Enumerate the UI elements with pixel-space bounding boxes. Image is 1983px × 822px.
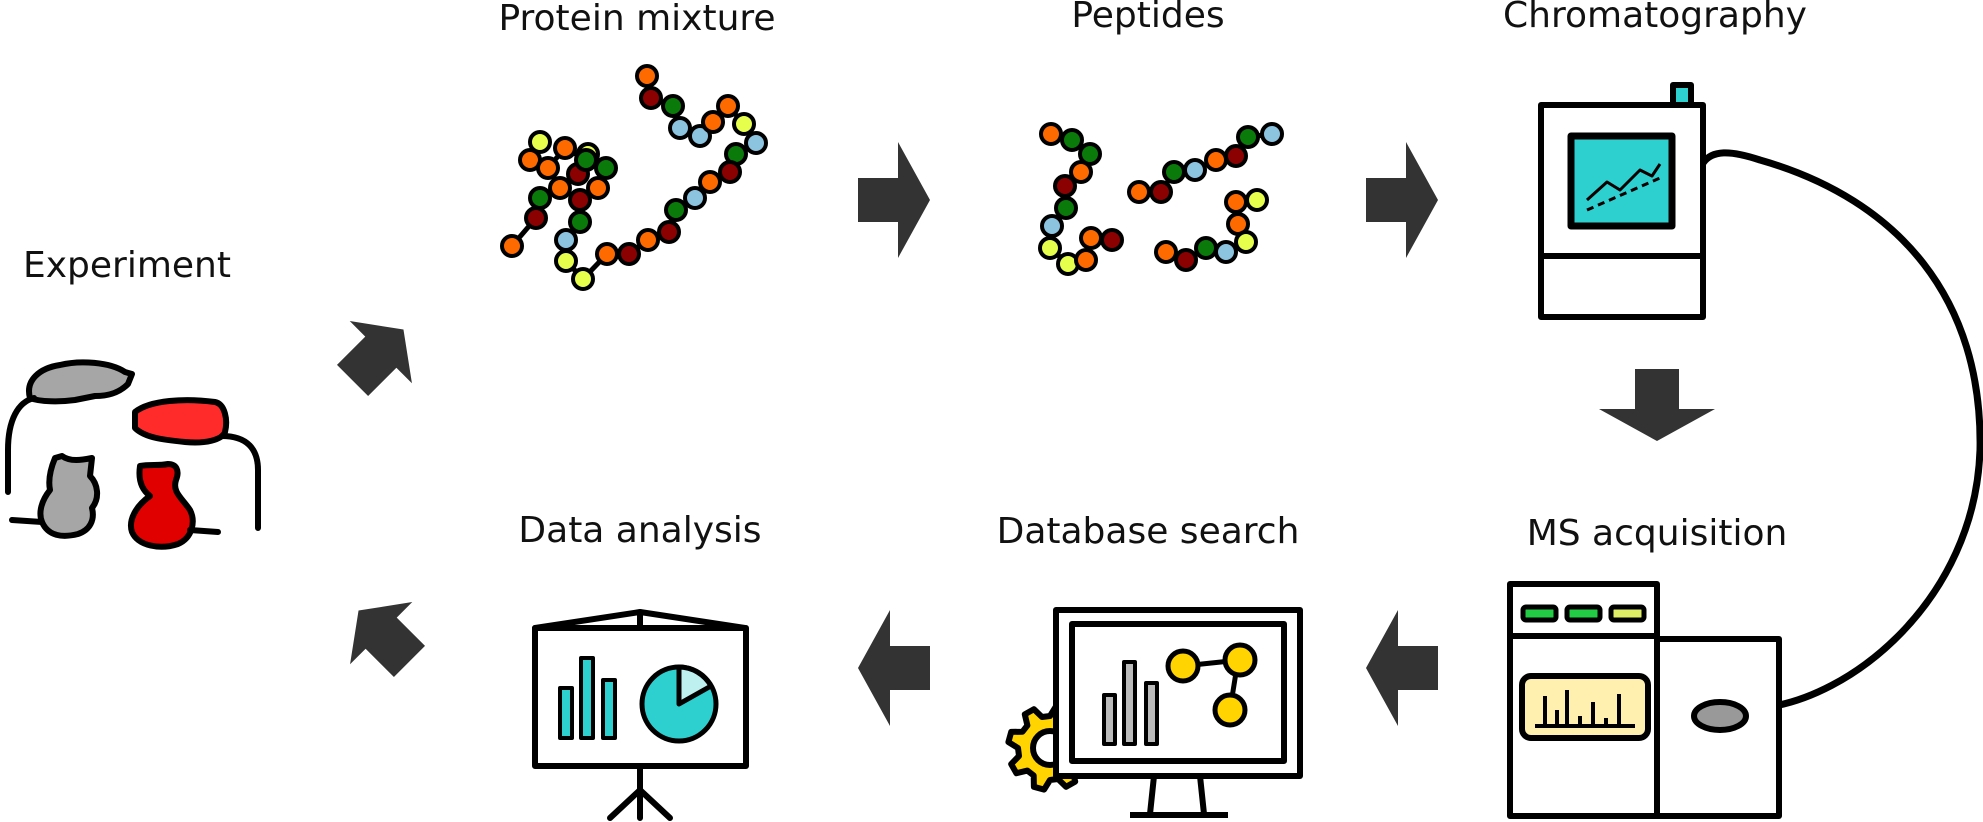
peptide-bead <box>1234 230 1258 254</box>
protein-bead <box>701 110 725 134</box>
protein-bead <box>528 130 552 154</box>
peptide-bead <box>1060 128 1084 152</box>
presentation-board-icon <box>532 609 749 821</box>
peptide-bead <box>1245 188 1269 212</box>
peptide-bead <box>1053 174 1077 198</box>
chromatography-instrument-icon <box>1538 82 1706 320</box>
protein-bead <box>586 176 610 200</box>
peptide-bead <box>1127 180 1151 204</box>
protein-bead <box>639 86 663 110</box>
label-experiment: Experiment <box>23 245 231 286</box>
arrow-chromatography-to-ms <box>1599 369 1715 441</box>
protein-bead <box>716 94 740 118</box>
monitor-gear-icon <box>1005 607 1303 818</box>
protein-bead <box>636 228 660 252</box>
protein-bead <box>594 156 618 180</box>
peptide-bead <box>1074 248 1098 272</box>
arrow-ms-to-database <box>1366 610 1438 726</box>
protein-bead <box>683 186 707 210</box>
protein-bead <box>635 64 659 88</box>
label-data-analysis: Data analysis <box>518 510 761 551</box>
flow-arrows <box>336 142 1715 726</box>
protein-bead <box>571 267 595 291</box>
arrow-experiment-to-protein <box>336 321 412 397</box>
protein-bead <box>568 210 592 234</box>
peptide-fragments-icon <box>1038 122 1284 276</box>
protein-bead <box>732 112 756 136</box>
protein-bead <box>744 131 768 155</box>
label-chromatography: Chromatography <box>1503 0 1807 36</box>
peptide-bead <box>1039 122 1063 146</box>
arrow-protein-to-peptides <box>858 142 930 258</box>
peptide-bead <box>1224 190 1248 214</box>
peptide-bead <box>1236 125 1260 149</box>
protein-bead <box>657 220 681 244</box>
mice-icon <box>5 359 261 550</box>
peptide-bead <box>1174 248 1198 272</box>
peptide-bead <box>1214 240 1238 264</box>
peptide-bead <box>1183 158 1207 182</box>
protein-bead <box>574 148 598 172</box>
protein-chain-icon <box>500 64 768 291</box>
protein-bead <box>554 249 578 273</box>
protein-bead <box>718 160 742 184</box>
protein-bead <box>524 206 548 230</box>
peptide-bead <box>1054 196 1078 220</box>
protein-bead <box>664 198 688 222</box>
peptide-bead <box>1154 240 1178 264</box>
protein-bead <box>548 176 572 200</box>
peptide-bead <box>1149 180 1173 204</box>
peptide-bead <box>1100 228 1124 252</box>
protein-bead <box>568 188 592 212</box>
protein-bead <box>661 94 685 118</box>
protein-bead <box>536 156 560 180</box>
arrow-database-to-analysis <box>858 610 930 726</box>
peptide-bead <box>1162 160 1186 184</box>
arrow-peptides-to-chromatography <box>1366 142 1438 258</box>
peptide-bead <box>1260 122 1284 146</box>
cable-line <box>1700 149 1983 712</box>
mass-spectrometer-icon <box>1507 581 1782 819</box>
protein-bead <box>668 116 692 140</box>
protein-bead <box>528 186 552 210</box>
protein-bead <box>554 228 578 252</box>
protein-bead <box>553 136 577 160</box>
protein-bead <box>617 242 641 266</box>
peptide-bead <box>1079 226 1103 250</box>
peptide-bead <box>1038 236 1062 260</box>
peptide-bead <box>1078 142 1102 166</box>
protein-bead <box>698 170 722 194</box>
peptide-bead <box>1224 144 1248 168</box>
peptide-bead <box>1194 236 1218 260</box>
protein-bead <box>595 242 619 266</box>
label-ms-acquisition: MS acquisition <box>1527 513 1788 554</box>
protein-bead <box>500 234 524 258</box>
label-peptides: Peptides <box>1071 0 1224 36</box>
arrow-analysis-to-experiment <box>350 602 426 678</box>
protein-bead <box>688 124 712 148</box>
peptide-bead <box>1204 148 1228 172</box>
label-database-search: Database search <box>997 511 1300 552</box>
peptide-bead <box>1040 214 1064 238</box>
peptide-bead <box>1069 160 1093 184</box>
label-protein-mixture: Protein mixture <box>498 0 775 39</box>
